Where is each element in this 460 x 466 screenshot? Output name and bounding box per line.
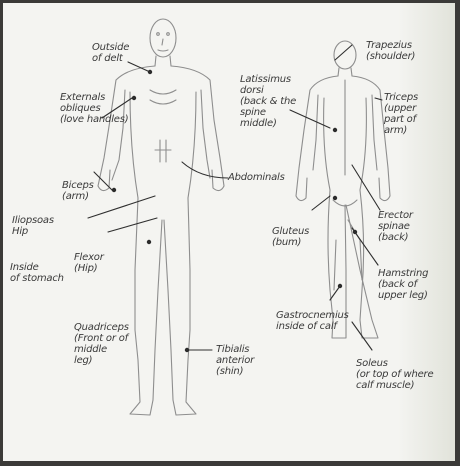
- flexor-hip-label: Flexor (Hip): [74, 252, 104, 274]
- pointer-lines: [88, 45, 382, 352]
- inside-of-stomach-label: Inside of stomach: [10, 262, 64, 284]
- biceps-label: Biceps (arm): [62, 180, 94, 202]
- back-body-figure-icon: [296, 41, 390, 338]
- erector-spinae-label: Erector spinae (back): [378, 210, 413, 243]
- latissimus-dorsi-label: Latissimus dorsi (back & the spine middl…: [240, 74, 296, 129]
- outside-of-delt-label: Outside of delt: [92, 42, 129, 64]
- iliopsoas-label: Iliopsoas Hip: [12, 215, 54, 237]
- gluteus-label: Gluteus (bum): [272, 226, 309, 248]
- hamstring-label: Hamstring (back of upper leg): [378, 268, 428, 301]
- soleus-label: Soleus (or top of where calf muscle): [356, 358, 433, 391]
- trapezius-label: Trapezius (shoulder): [366, 40, 415, 62]
- triceps-label: Triceps (upper part of arm): [384, 92, 418, 136]
- external-obliques-label: Externals obliques (love handles): [60, 92, 128, 125]
- quadriceps-label: Quadriceps (Front or of middle leg): [74, 322, 129, 366]
- tibialis-anterior-label: Tibialis anterior (shin): [216, 344, 254, 377]
- gastrocnemius-label: Gastrocnemius inside of calf: [276, 310, 349, 332]
- abdominals-label: Abdominals: [228, 172, 285, 183]
